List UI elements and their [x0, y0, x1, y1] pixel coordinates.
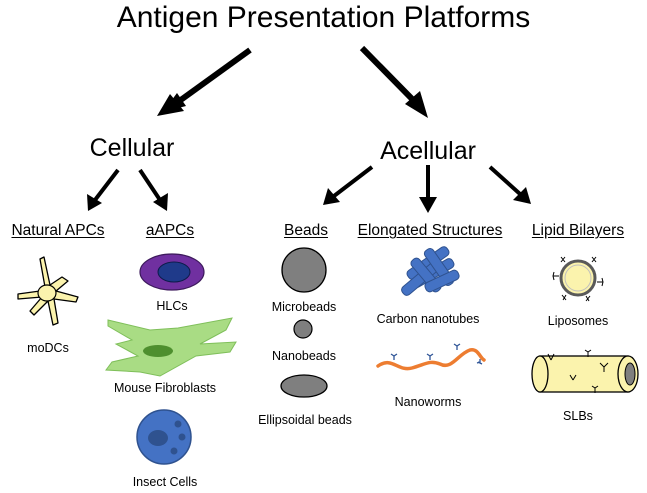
group-natural-apcs-label: Natural APCs: [11, 222, 105, 239]
nanoworm-icon: [376, 343, 486, 371]
slb-icon: [531, 349, 639, 393]
insect-cell-icon: [136, 409, 192, 465]
hlc-cell-icon: [139, 253, 205, 291]
branch-cellular-label: Cellular: [89, 134, 175, 162]
diagram-title: Antigen Presentation Platforms: [116, 1, 531, 34]
carbon-nanotube-icon: [401, 246, 460, 296]
microbead-icon: [281, 247, 327, 293]
arrow-acellular-to-beads: [323, 165, 374, 205]
label-slbs: SLBs: [563, 409, 593, 423]
group-lipid-label: Lipid Bilayers: [531, 222, 625, 239]
arrow-acellular-to-lipid: [488, 165, 531, 204]
label-microbeads: Microbeads: [271, 300, 337, 314]
dendritic-cell-icon: [17, 256, 79, 326]
group-aapcs-label: aAPCs: [145, 222, 195, 239]
arrow-title-to-cellular: [157, 47, 252, 116]
label-nanobeads: Nanobeads: [272, 349, 336, 363]
label-mouse-fibroblasts: Mouse Fibroblasts: [113, 381, 217, 395]
liposome-icon: [552, 256, 604, 302]
nanobead-icon: [293, 319, 313, 339]
label-insect-cells: Insect Cells: [132, 475, 198, 489]
arrow-cellular-to-aapcs: [138, 168, 168, 211]
ellipsoidal-bead-icon: [280, 374, 328, 398]
fibroblast-icon: [105, 317, 237, 377]
group-beads-label: Beads: [284, 222, 328, 239]
group-elongated-label: Elongated Structures: [357, 222, 503, 239]
label-ellipsoidal-beads: Ellipsoidal beads: [258, 413, 352, 427]
arrow-acellular-to-elongated: [419, 165, 437, 213]
arrow-title-to-acellular: [359, 45, 428, 118]
label-nanoworms: Nanoworms: [394, 395, 462, 409]
label-modcs: moDCs: [27, 341, 69, 355]
arrow-cellular-to-natural: [87, 168, 120, 211]
label-hlcs: HLCs: [156, 299, 188, 313]
label-carbon-nanotubes: Carbon nanotubes: [376, 312, 480, 326]
branch-acellular-label: Acellular: [380, 137, 476, 165]
label-liposomes: Liposomes: [547, 314, 609, 328]
